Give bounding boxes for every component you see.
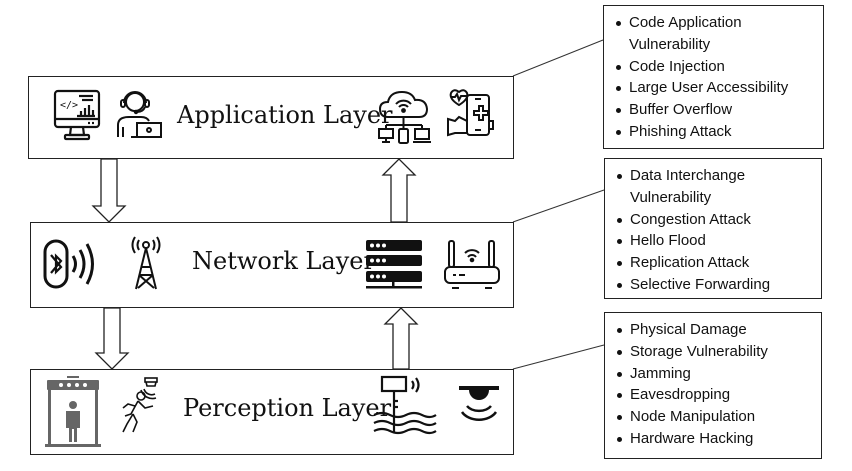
- callout-line-perception: [512, 344, 605, 370]
- threat-item: Physical Damage: [615, 319, 811, 341]
- threat-item: Replication Attack: [615, 252, 811, 274]
- callout-line-network: [512, 189, 605, 223]
- application-layer-title: Application Layer: [177, 101, 393, 129]
- network-threats-list: Data Interchange Vulnerability Congestio…: [615, 165, 811, 296]
- perception-layer-box: Perception Layer: [30, 369, 514, 455]
- threat-item: Large User Accessibility: [614, 77, 813, 99]
- cloud-network-devices-icon: [376, 87, 432, 152]
- ceiling-sensor-icon: [457, 384, 501, 439]
- mobile-health-icon: [445, 87, 497, 148]
- support-agent-laptop-icon: [115, 85, 163, 146]
- svg-text:</>: </>: [60, 100, 78, 111]
- threat-item: Node Manipulation: [615, 406, 811, 428]
- motion-sensor-icon: [119, 376, 163, 441]
- threat-item: Eavesdropping: [615, 384, 811, 406]
- application-threats-list: Code Application Vulnerability Code Inje…: [614, 12, 813, 143]
- network-threats-box: Data Interchange Vulnerability Congestio…: [604, 158, 822, 299]
- threat-item: Hello Flood: [615, 230, 811, 252]
- perception-layer-title: Perception Layer: [183, 394, 392, 422]
- bluetooth-signal-icon: [42, 236, 104, 299]
- arrow-up-network-to-application: [381, 158, 417, 223]
- application-threats-box: Code Application Vulnerability Code Inje…: [603, 5, 824, 149]
- network-layer-box: Network Layer: [30, 222, 514, 308]
- threat-item: Data Interchange Vulnerability: [615, 165, 760, 209]
- application-layer-box: </> Application Layer: [28, 76, 514, 159]
- threat-item: Jamming: [615, 363, 811, 385]
- body-scanner-icon: [45, 376, 101, 453]
- network-layer-title: Network Layer: [192, 247, 375, 275]
- threat-item: Storage Vulnerability: [615, 341, 811, 363]
- threat-item: Buffer Overflow: [614, 99, 813, 121]
- perception-threats-list: Physical Damage Storage Vulnerability Ja…: [615, 319, 811, 450]
- monitor-code-analytics-icon: </>: [53, 89, 101, 150]
- threat-item: Hardware Hacking: [615, 428, 811, 450]
- arrow-down-application-to-network: [91, 158, 127, 223]
- wifi-router-icon: [443, 237, 501, 298]
- threat-item: Selective Forwarding: [615, 274, 811, 296]
- callout-line-application: [512, 39, 604, 77]
- radio-tower-icon: [129, 235, 163, 296]
- arrow-down-network-to-perception: [94, 307, 130, 370]
- threat-item: Congestion Attack: [615, 209, 811, 231]
- arrow-up-perception-to-network: [383, 307, 419, 370]
- threat-item: Code Injection: [614, 56, 813, 78]
- threat-item: Phishing Attack: [614, 121, 813, 143]
- threat-item: Code Application Vulnerability: [614, 12, 759, 56]
- water-level-sensor-icon: [372, 375, 438, 452]
- server-rack-icon: [366, 240, 424, 297]
- perception-threats-box: Physical Damage Storage Vulnerability Ja…: [604, 312, 822, 459]
